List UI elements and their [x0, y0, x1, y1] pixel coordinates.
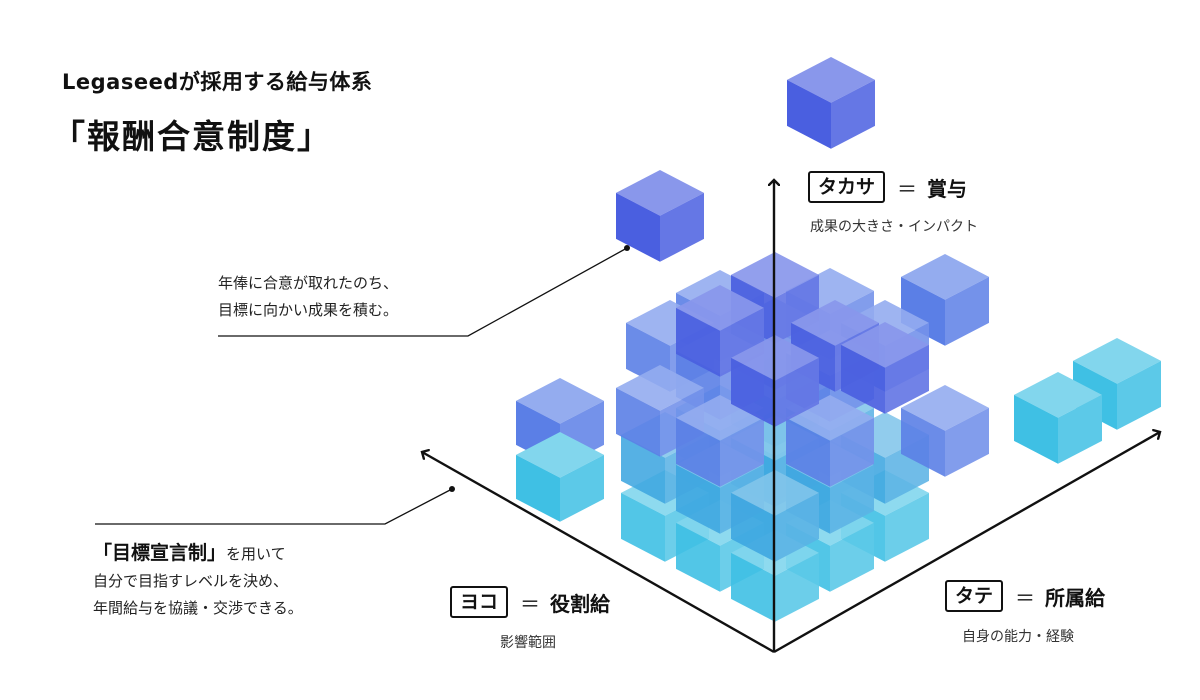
yoko-axis-arrow	[422, 452, 775, 654]
note-top-line1: 年俸に合意が取れたのち、	[218, 274, 399, 292]
yoko-eq: ＝	[520, 591, 541, 616]
stack-top-cube-1	[676, 285, 764, 377]
tate-subtext: 自身の能力・経験	[962, 629, 1074, 645]
leader-line-bottom	[95, 486, 455, 525]
note-bottom-line2: 年間給与を協議・交渉できる。	[93, 599, 303, 617]
page-subtitle: Legaseedが採用する給与体系	[62, 70, 373, 94]
takasa-eq: ＝	[897, 176, 918, 201]
takasa-axis-label: タカサ ＝ 賞与	[808, 171, 967, 203]
note-bottom-head-tail: を用いて	[226, 545, 286, 563]
stack-upper-cube-7	[901, 385, 989, 477]
page-title: 「報酬合意制度」	[52, 117, 332, 156]
yoko-name: 役割給	[550, 591, 611, 616]
yoko-axis-label: ヨコ ＝ 役割給	[450, 586, 610, 618]
tate-eq: ＝	[1015, 585, 1036, 610]
tate-axis-arrow	[773, 432, 1160, 654]
leader-line-top	[218, 245, 630, 337]
note-top-line2: 目標に向かい成果を積む。	[218, 301, 399, 319]
takasa-box: タカサ	[808, 171, 886, 203]
tate-axis-label: タテ ＝ 所属給	[945, 580, 1105, 612]
stack-top-cube-4	[841, 322, 929, 414]
takasa-subtext: 成果の大きさ・インパクト	[810, 219, 978, 235]
note-bottom: 「目標宣言制」を用いて 自分で目指すレベルを決め、 年間給与を協議・交渉できる。	[93, 540, 303, 622]
cube-stack	[516, 57, 1161, 622]
yoko-box: ヨコ	[450, 586, 509, 618]
takasa-name: 賞与	[927, 176, 968, 201]
satellite-cube-near	[1014, 372, 1102, 464]
note-bottom-line1: 自分で目指すレベルを決め、	[93, 572, 289, 590]
tate-name: 所属給	[1045, 585, 1106, 610]
floating-cube-left	[616, 170, 704, 262]
column-cube-lower	[516, 432, 604, 522]
note-top: 年俸に合意が取れたのち、 目標に向かい成果を積む。	[218, 270, 398, 324]
yoko-subtext: 影響範囲	[500, 635, 556, 651]
axis-lines	[422, 180, 1160, 654]
note-bottom-head: 「目標宣言制」	[93, 542, 227, 564]
tate-box: タテ	[945, 580, 1004, 612]
floating-cube-top	[787, 57, 875, 149]
